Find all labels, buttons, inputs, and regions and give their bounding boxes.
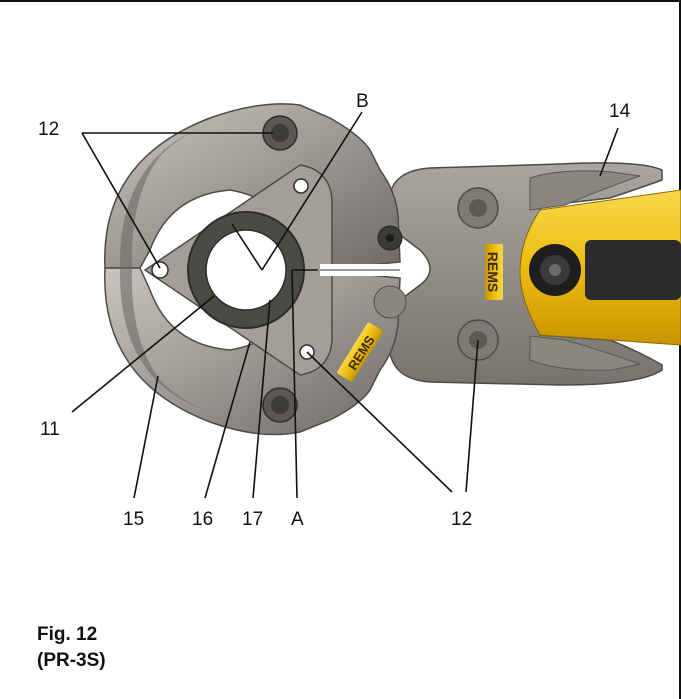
callout-12-bottom: 12 xyxy=(451,509,473,530)
callout-11: 11 xyxy=(40,419,60,440)
press-ring: REMS xyxy=(104,103,407,436)
adapter-rems-logo: REMS xyxy=(485,252,501,292)
callout-12-top: 12 xyxy=(38,119,60,140)
tool-body: R xyxy=(519,189,681,346)
leader-17 xyxy=(252,299,271,499)
figure-number: Fig. 12 xyxy=(37,624,98,645)
leader-12-bottom-a xyxy=(306,351,453,493)
leader-b-short xyxy=(231,223,263,271)
callout-15: 15 xyxy=(123,509,145,530)
callout-16: 16 xyxy=(192,509,214,530)
leader-15 xyxy=(133,375,159,499)
body-brand-letter: R xyxy=(660,244,679,274)
leader-12-top-b xyxy=(81,132,161,269)
leader-11 xyxy=(71,295,215,413)
leader-b xyxy=(261,111,363,271)
callout-b: B xyxy=(356,91,369,112)
figure-model: (PR-3S) xyxy=(37,650,106,671)
leader-16 xyxy=(204,341,251,499)
callout-14: 14 xyxy=(609,101,631,122)
leader-lines xyxy=(71,111,619,499)
leader-a-vertical xyxy=(291,269,298,499)
callout-17: 17 xyxy=(242,509,264,530)
leader-14 xyxy=(599,127,619,177)
leader-12-bottom-b xyxy=(465,339,479,493)
callout-a: A xyxy=(291,509,304,530)
